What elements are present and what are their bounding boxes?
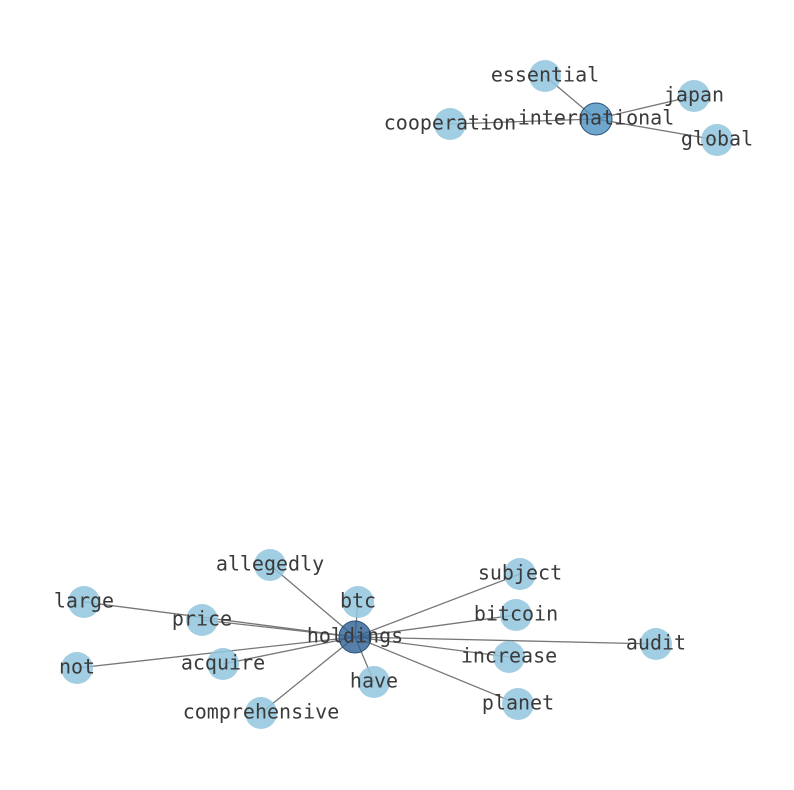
edge-holdings-acquire	[222, 636, 356, 665]
node-label-planet: planet	[482, 691, 554, 715]
node-label-price: price	[172, 607, 232, 631]
node-increase	[493, 641, 525, 673]
node-price	[186, 604, 218, 636]
nodes-layer	[61, 60, 733, 729]
node-holdings	[338, 620, 372, 654]
node-label-have: have	[350, 669, 398, 693]
node-subject	[504, 558, 536, 590]
node-label-subject: subject	[478, 561, 562, 585]
node-comprehensive	[245, 697, 277, 729]
edge-holdings-allegedly	[269, 564, 356, 638]
edge-holdings-audit	[354, 636, 657, 645]
node-international	[579, 102, 613, 136]
edge-international-japan	[595, 95, 695, 120]
node-label-essential: essential	[491, 63, 599, 87]
node-label-cooperation: cooperation	[384, 111, 516, 135]
edge-holdings-price	[201, 619, 356, 638]
node-have	[358, 666, 390, 698]
node-label-not: not	[59, 655, 95, 679]
edge-holdings-increase	[354, 636, 510, 658]
node-label-global: global	[681, 127, 753, 151]
node-label-large: large	[54, 589, 114, 613]
node-japan	[678, 80, 710, 112]
node-label-japan: japan	[664, 83, 724, 107]
edge-international-global	[595, 118, 718, 141]
node-large	[68, 586, 100, 618]
node-label-bitcoin: bitcoin	[474, 602, 558, 626]
node-label-holdings: holdings	[307, 624, 403, 648]
node-label-increase: increase	[461, 644, 557, 668]
node-essential	[529, 60, 561, 92]
node-acquire	[207, 648, 239, 680]
edge-international-cooperation	[449, 118, 597, 125]
node-label-acquire: acquire	[181, 651, 265, 675]
node-global	[701, 124, 733, 156]
node-audit	[640, 628, 672, 660]
edge-holdings-comprehensive	[260, 636, 356, 714]
node-btc	[342, 586, 374, 618]
node-not	[61, 652, 93, 684]
edge-holdings-planet	[354, 636, 519, 705]
edge-holdings-large	[83, 601, 356, 638]
node-planet	[502, 688, 534, 720]
edge-holdings-subject	[354, 573, 521, 638]
labels-layer: international essential japan cooperation gl…	[54, 63, 753, 724]
node-cooperation	[434, 108, 466, 140]
node-label-audit: audit	[626, 631, 686, 655]
node-allegedly	[254, 549, 286, 581]
node-label-allegedly: allegedly	[216, 552, 324, 576]
edge-holdings-bitcoin	[354, 614, 517, 638]
node-bitcoin	[500, 599, 532, 631]
node-label-comprehensive: comprehensive	[183, 700, 340, 724]
node-label-international: international	[518, 106, 675, 130]
node-label-btc: btc	[340, 589, 376, 613]
